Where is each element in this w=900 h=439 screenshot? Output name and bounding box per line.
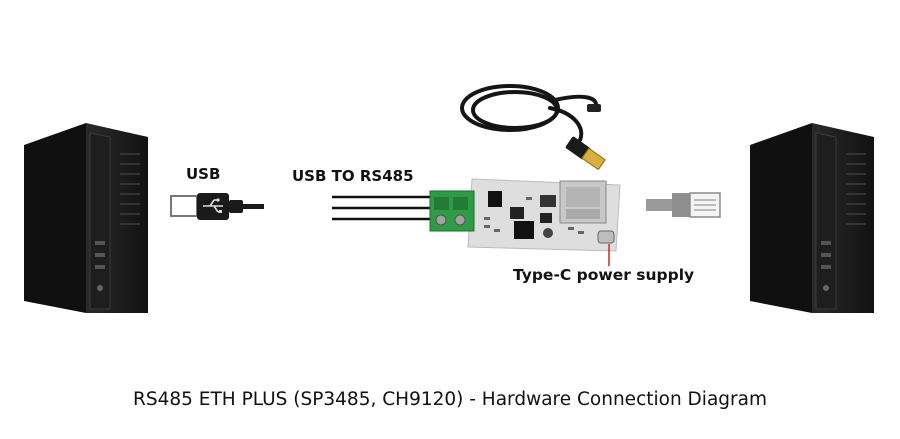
usb-to-rs485-label: USB TO RS485 bbox=[292, 167, 414, 185]
rs485-wires bbox=[332, 195, 436, 221]
rj45-plug-icon bbox=[646, 192, 721, 218]
rs485-eth-board-icon bbox=[429, 178, 621, 252]
usb-c-cable-icon bbox=[460, 84, 606, 170]
right-pc-tower-icon bbox=[750, 123, 874, 313]
diagram-caption: RS485 ETH PLUS (SP3485, CH9120) - Hardwa… bbox=[133, 389, 767, 410]
usb-plug-icon bbox=[170, 193, 264, 220]
type-c-port bbox=[597, 230, 615, 244]
left-pc-tower-icon bbox=[24, 123, 148, 313]
power-pointer bbox=[608, 244, 610, 266]
usb-label: USB bbox=[186, 165, 221, 183]
power-supply-label: Type-C power supply bbox=[513, 266, 695, 284]
